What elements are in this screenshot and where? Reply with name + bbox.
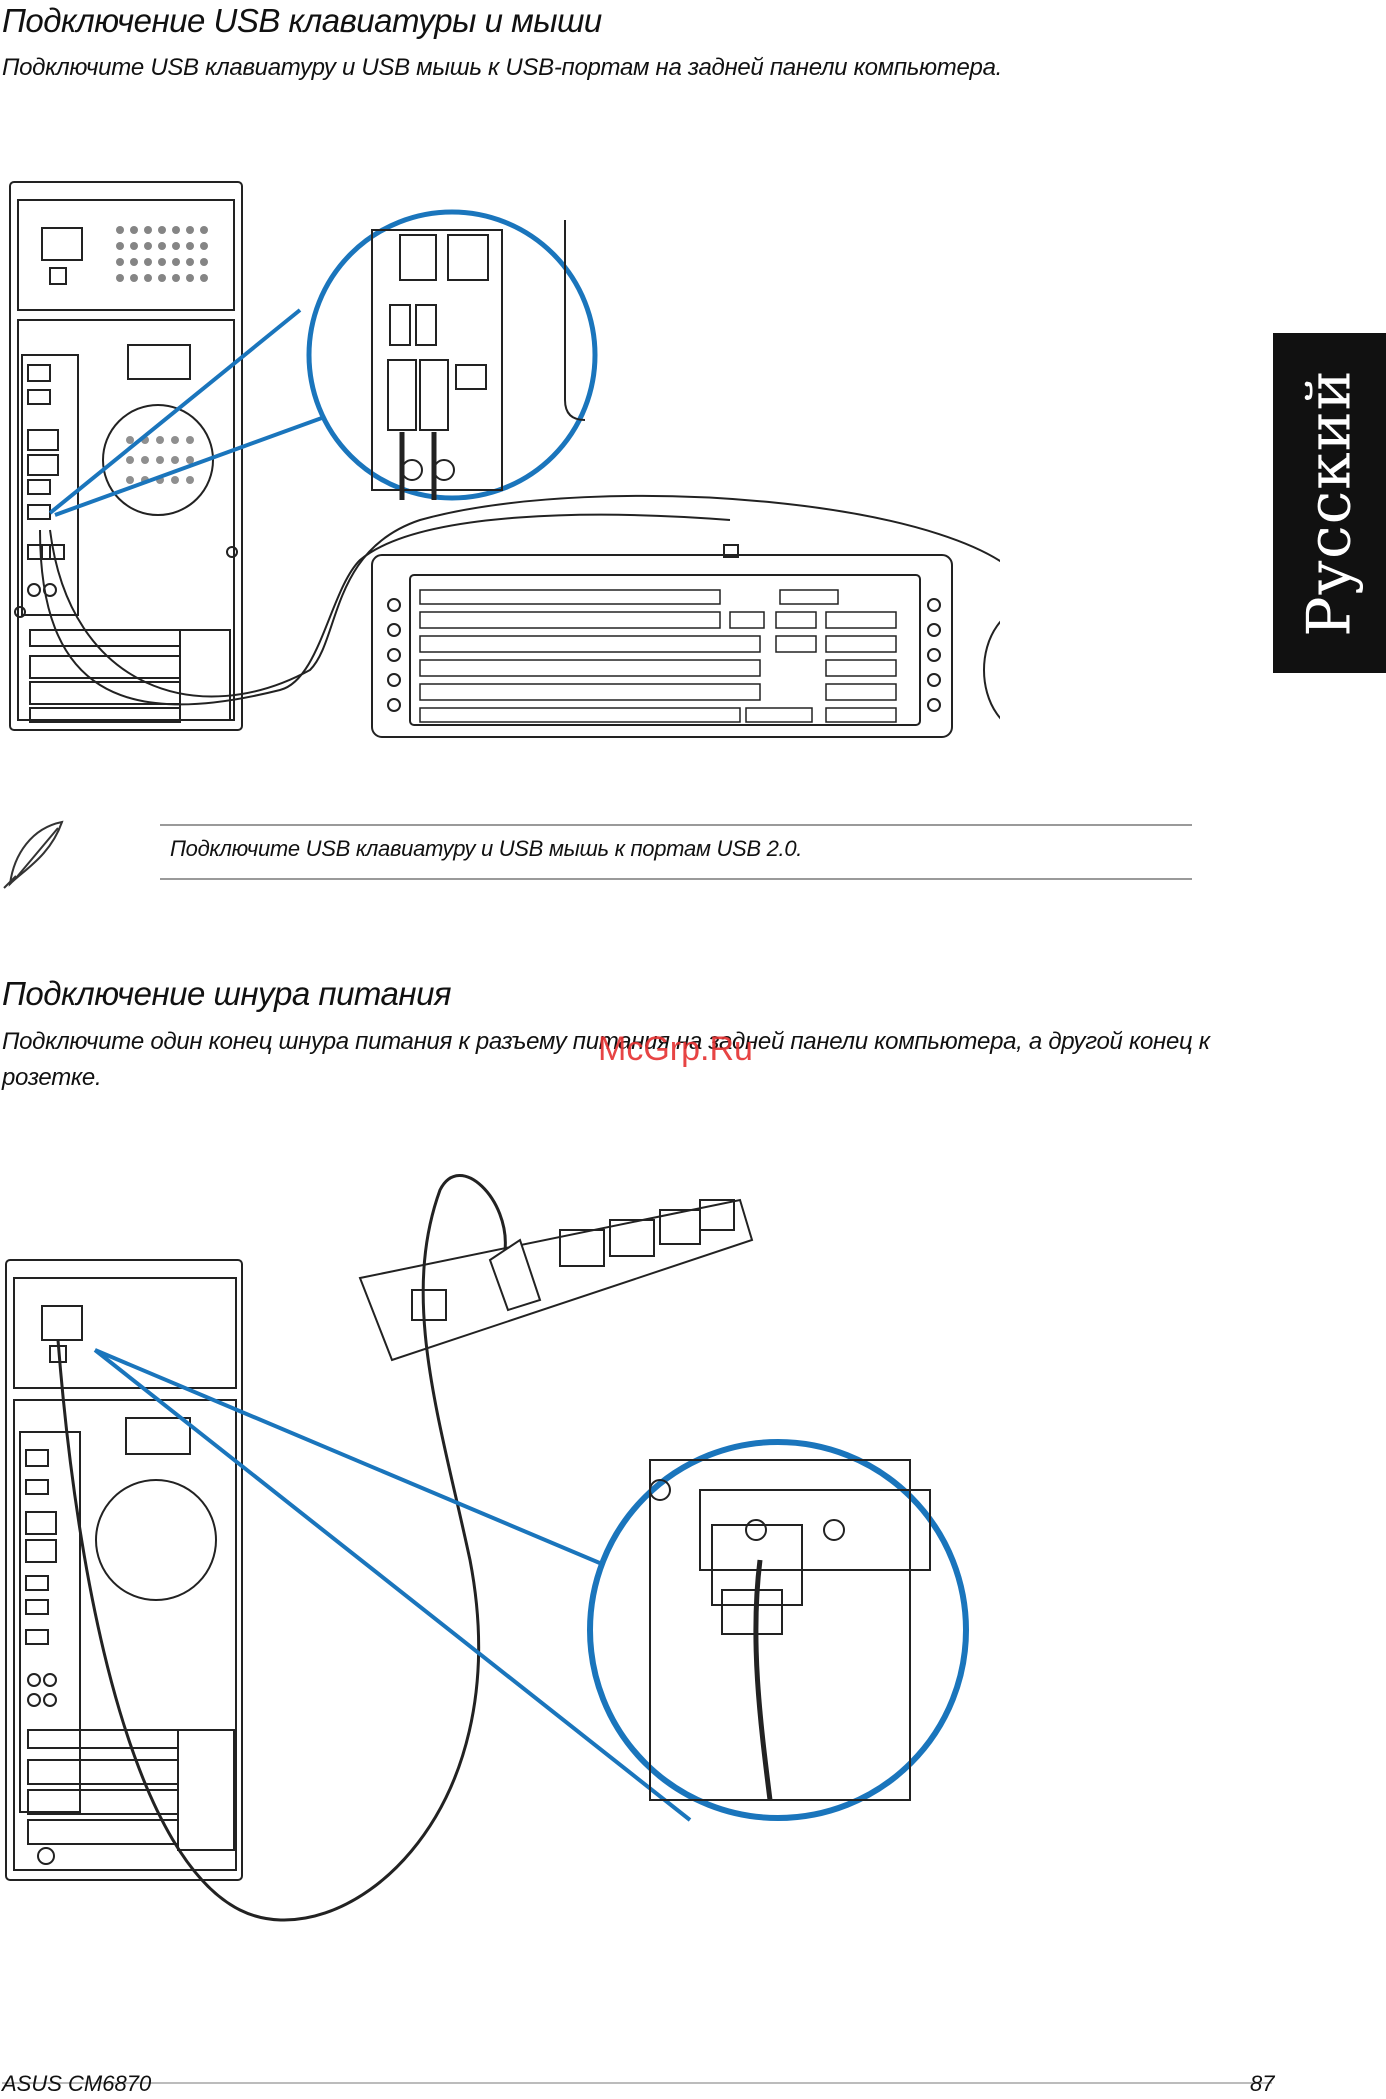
feather-quill-icon (3, 820, 64, 889)
usb-keyboard (371, 544, 953, 738)
usb-mouse (983, 620, 1000, 720)
usb-connection-illustration (9, 181, 1000, 738)
power-socket-zoom-callout (93, 1348, 969, 1822)
note-text: Подключите USB клавиатуру и USB мышь к п… (170, 836, 803, 861)
watermark: McGrp.Ru (598, 1030, 753, 1068)
section-title-power: Подключение шнура питания (2, 975, 452, 1012)
footer-model: ASUS CM6870 (2, 2071, 152, 2096)
pc-tower-rear (9, 181, 243, 731)
footer-rule (2, 2082, 1272, 2084)
language-side-tab: Русский (1273, 333, 1386, 673)
pc-tower-rear (5, 1259, 243, 1881)
section-title-usb: Подключение USB клавиатуры и мыши (2, 2, 602, 39)
power-connection-illustration (5, 1174, 969, 1922)
power-strip (358, 1198, 754, 1362)
note-bottom-rule (160, 878, 1192, 880)
usb-port-zoom-callout (48, 209, 598, 517)
section-paragraph-usb: Подключите USB клавиатуру и USB мышь к U… (2, 54, 1003, 81)
note-top-rule (160, 824, 1192, 826)
language-label: Русский (1294, 369, 1365, 637)
page-number: 87 (1250, 2071, 1275, 2096)
section-paragraph-power: Подключите один конец шнура питания к ра… (2, 1028, 1210, 1091)
